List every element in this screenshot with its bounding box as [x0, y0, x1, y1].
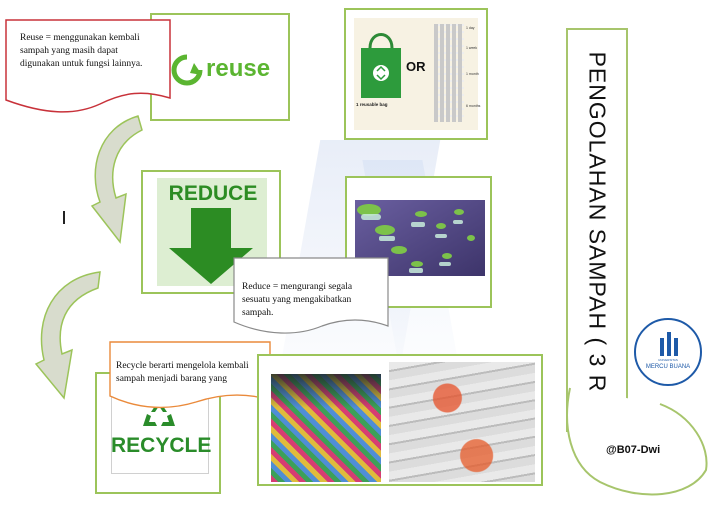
reusable-bag-image-frame: 1 reusable bag OR 1 day 1 week 1 month 6…	[344, 8, 488, 140]
recycled-crafts-image-frame	[257, 354, 543, 486]
bag-label: 1 reusable bag	[356, 102, 388, 107]
plant-bottles-image-frame	[345, 176, 492, 308]
bag-count-3: 1 month	[466, 72, 479, 76]
bag-count-1: 1 day	[466, 26, 475, 30]
text-cursor	[63, 211, 65, 224]
curved-arrow-reuse-to-reduce	[90, 115, 143, 244]
reuse-note-text: Reuse = menggunakan kembali sampah yang …	[20, 33, 143, 69]
university-logo-icon	[660, 332, 678, 356]
reuse-logo-text: reuse	[206, 55, 271, 82]
university-logo-small-text: UNIVERSITAS	[658, 358, 678, 362]
university-logo: UNIVERSITAS MERCU BUANA	[634, 318, 702, 386]
reduce-logo-text: REDUCE	[168, 182, 258, 205]
or-label: OR	[406, 59, 426, 74]
reduce-note-text: Reduce = mengurangi segala sesuatu yang …	[242, 282, 353, 318]
slide-title: PENGOLAHAN SAMPAH ( 3 R )	[584, 51, 611, 409]
reuse-note-banner	[5, 19, 171, 113]
recycle-logo-text: RECYCLE	[111, 434, 212, 457]
recycle-note-text: Recycle berarti mengelola kembali sampah…	[116, 361, 249, 384]
woven-bags-shadow	[271, 374, 381, 408]
plastic-bags-grid	[434, 24, 464, 122]
author-credit: @B07-Dwi	[606, 444, 661, 456]
slide-title-box: PENGOLAHAN SAMPAH ( 3 R )	[566, 28, 628, 432]
decorative-swoosh	[566, 387, 708, 496]
bag-count-2: 1 week	[466, 46, 478, 50]
reuse-arrow-icon	[171, 54, 203, 86]
reuse-logo-frame: reuse	[150, 13, 290, 121]
reduce-note-banner	[233, 257, 389, 334]
bag-count-4: 6 months	[466, 104, 481, 108]
green-bag-icon	[361, 33, 401, 98]
curved-arrow-reduce-to-recycle	[34, 271, 101, 400]
university-logo-text: MERCU BUANA	[645, 364, 691, 370]
foil-packs-image	[389, 362, 535, 482]
down-arrow-icon	[169, 208, 253, 284]
